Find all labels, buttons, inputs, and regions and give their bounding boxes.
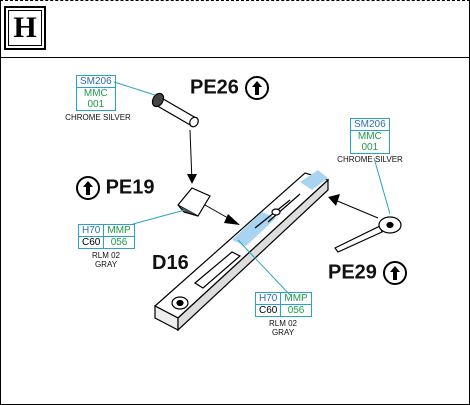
paint-tag-pe29: SM206 MMC 001 xyxy=(350,118,390,154)
part-label-pe26: PE26 xyxy=(190,76,269,100)
part-label-pe29: PE29 xyxy=(328,261,407,285)
paint-leaders xyxy=(113,81,391,296)
pe29-part xyxy=(334,216,402,253)
d16-part xyxy=(153,170,330,332)
paint-name-pe26: CHROME SILVER xyxy=(65,113,131,122)
paint-number: 056 xyxy=(280,304,312,317)
pe26-text: PE26 xyxy=(190,76,239,99)
step-letter: H xyxy=(13,11,37,44)
pe26-arrowhead xyxy=(187,174,197,184)
pe19-text: PE19 xyxy=(105,176,155,199)
paint-name-pe29: CHROME SILVER xyxy=(337,155,403,164)
paint-name-line1: RLM 02 xyxy=(91,251,120,260)
flip-arrow-icon xyxy=(76,176,100,200)
paint-brand: MMP xyxy=(280,292,312,305)
pe29-text: PE29 xyxy=(328,261,377,284)
flip-arrow-icon xyxy=(244,76,269,100)
paint-name-pe19: RLM 02 GRAY xyxy=(76,251,136,269)
paint-brand: MMC xyxy=(350,130,390,142)
paint-code: SM206 xyxy=(350,118,390,131)
paint-code-h: H70 xyxy=(77,224,105,237)
paint-code: SM206 xyxy=(76,75,116,88)
paint-number: 056 xyxy=(103,236,135,249)
pe19-arrowhead xyxy=(224,214,240,225)
paint-code-c: C60 xyxy=(77,236,105,249)
paint-number: 001 xyxy=(76,99,116,111)
pe29-arrowhead xyxy=(328,194,340,206)
paint-tag-pe26: SM206 MMC 001 xyxy=(76,75,116,111)
paint-name-d16: RLM 02 GRAY xyxy=(253,319,313,337)
paint-brand: MMC xyxy=(76,87,116,99)
paint-name-line2: GRAY xyxy=(271,328,295,337)
pe26-part xyxy=(151,92,199,128)
pe29-arrow xyxy=(334,199,379,219)
part-label-pe19: PE19 xyxy=(76,176,155,200)
paint-brand: MMP xyxy=(103,224,135,237)
paint-number: 001 xyxy=(350,142,390,154)
paint-name-line2: GRAY xyxy=(94,260,118,269)
paint-code-h: H70 xyxy=(254,292,282,305)
flip-arrow-icon xyxy=(382,261,407,285)
step-letter-box: H xyxy=(4,6,46,50)
d16-text: D16 xyxy=(152,252,189,274)
paint-name-line1: RLM 02 xyxy=(268,319,297,328)
paint-code-c: C60 xyxy=(254,304,282,317)
part-label-d16: D16 xyxy=(152,252,189,275)
pe19-part xyxy=(177,187,211,217)
header-divider xyxy=(0,57,470,58)
pe26-arrow xyxy=(189,129,193,183)
